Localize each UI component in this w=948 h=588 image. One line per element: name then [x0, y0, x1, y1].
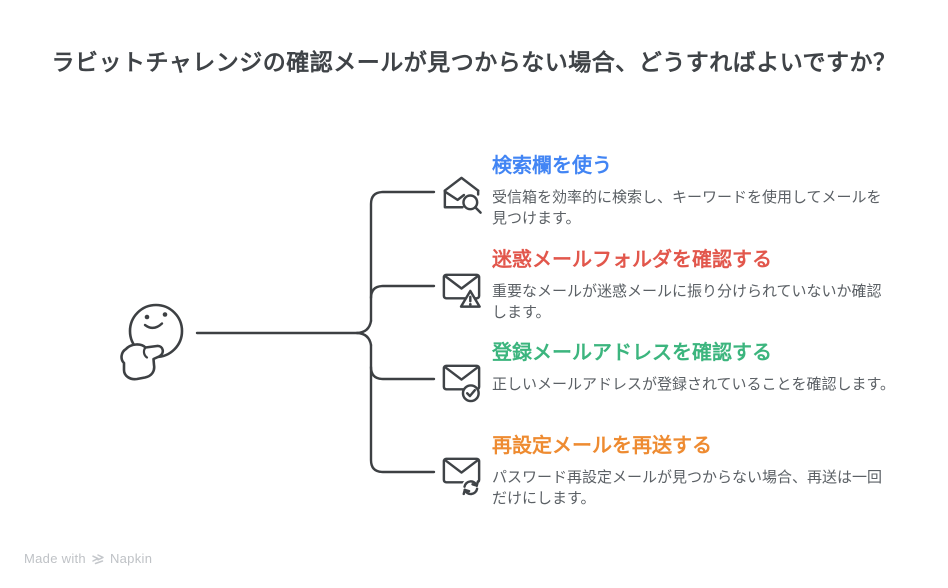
napkin-logo-icon: [92, 553, 104, 564]
mail-warning-icon: [442, 273, 481, 308]
item-verify-registered-address: 登録メールアドレスを確認する 正しいメールアドレスが登録されていることを確認しま…: [492, 341, 896, 395]
mail-search-icon: [443, 176, 482, 214]
made-with-label: Made with: [24, 551, 86, 566]
item-heading: 迷惑メールフォルダを確認する: [492, 249, 772, 271]
item-heading: 登録メールアドレスを確認する: [492, 342, 772, 364]
item-description: 重要なメールが迷惑メールに振り分けられていないか確認します。: [492, 283, 882, 321]
brand-label: Napkin: [109, 551, 153, 566]
item-description: 受信箱を効率的に検索し、キーワードを使用してメールを見つけます。: [492, 189, 882, 227]
item-description: 正しいメールアドレスが登録されていることを確認します。: [492, 376, 896, 393]
page-title: ラビットチャレンジの確認メールが見つからない場合、どうすればよいですか？: [51, 49, 897, 75]
made-with-napkin-credit: Made with Napkin: [24, 551, 152, 566]
item-heading: 再設定メールを再送する: [492, 435, 712, 457]
item-heading: 検索欄を使う: [492, 155, 612, 177]
item-use-search-bar: 検索欄を使う 受信箱を効率的に検索し、キーワードを使用してメールを見つけます。: [492, 154, 896, 229]
item-check-spam-folder: 迷惑メールフォルダを確認する 重要なメールが迷惑メールに振り分けられていないか確…: [492, 248, 896, 323]
thinking-face-icon: [120, 303, 184, 381]
item-description: パスワード再設定メールが見つからない場合、再送は一回だけにします。: [492, 469, 883, 507]
mail-check-icon: [442, 364, 481, 403]
mail-refresh-icon: [442, 457, 481, 498]
item-resend-reset-email: 再設定メールを再送する パスワード再設定メールが見つからない場合、再送は一回だけ…: [492, 434, 896, 509]
